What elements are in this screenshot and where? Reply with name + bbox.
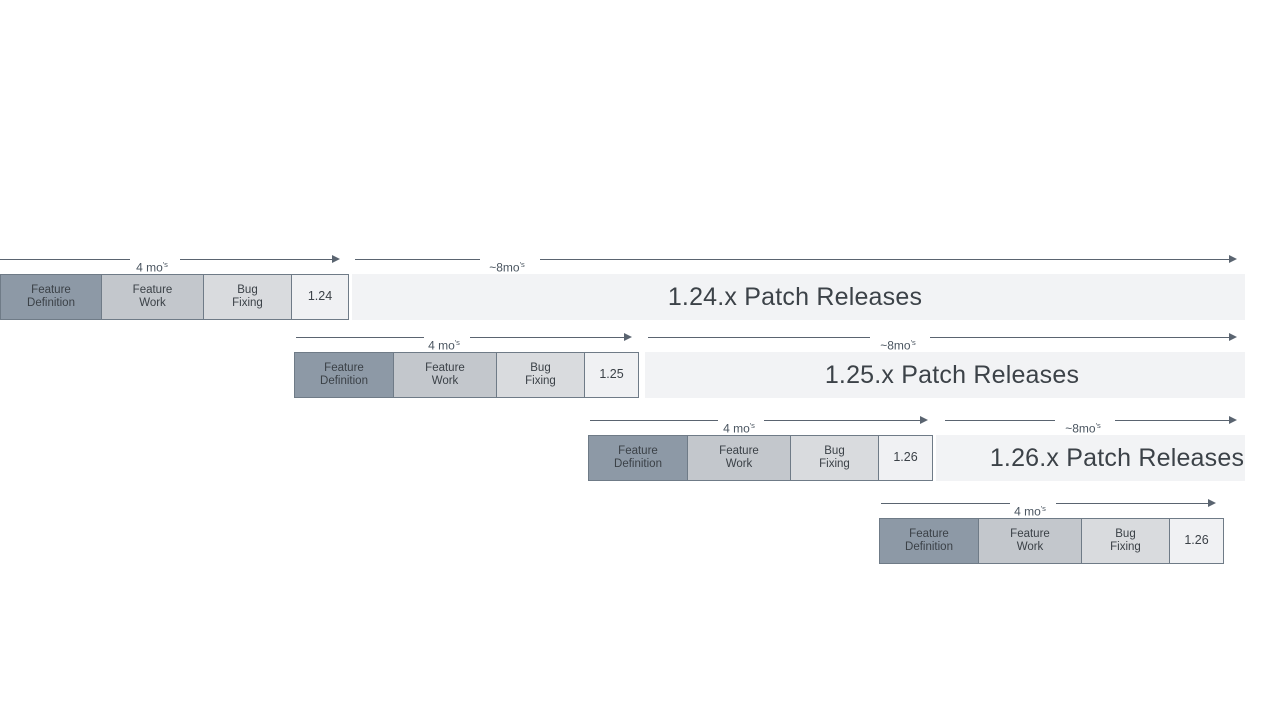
phase-label-line1: Feature xyxy=(425,361,465,374)
duration-arrow: ~8mo's xyxy=(355,252,1237,275)
phase-label-line1: Bug xyxy=(530,361,551,374)
patch-release-label: 1.26.x Patch Releases xyxy=(989,443,1245,472)
phase-box-1-25[interactable]: 1.25 xyxy=(584,352,639,398)
phase-box-1-24[interactable]: 1.24 xyxy=(291,274,349,320)
arrow-head-icon xyxy=(624,333,632,341)
arrow-line-right xyxy=(180,259,332,260)
phase-box-1-26[interactable]: 1.26 xyxy=(1169,518,1224,564)
phase-label-line1: Bug xyxy=(237,283,258,296)
phase-label-line1: Feature xyxy=(719,444,759,457)
arrow-line-right xyxy=(1056,503,1208,504)
phase-label-line2: Work xyxy=(431,375,459,387)
arrow-line-right xyxy=(930,337,1229,338)
duration-label: ~8mo's xyxy=(880,338,916,353)
arrow-head-icon xyxy=(1229,333,1237,341)
arrow-line-left xyxy=(590,420,718,421)
phase-label-line2: Definition xyxy=(905,541,953,553)
duration-label: 4 mo's xyxy=(136,260,168,275)
phase-label-line2: Definition xyxy=(320,375,368,387)
arrow-head-icon xyxy=(1208,499,1216,507)
phase-label-line1: 1.24 xyxy=(307,289,333,304)
duration-label: ~8mo's xyxy=(1065,421,1101,436)
phase-label-line1: Bug xyxy=(824,444,845,457)
phase-label-line2: Definition xyxy=(614,458,662,470)
patch-release-band: 1.25.x Patch Releases xyxy=(645,352,1245,398)
patch-release-label: 1.24.x Patch Releases xyxy=(667,282,923,311)
arrow-head-icon xyxy=(332,255,340,263)
phase-label-line1: Feature xyxy=(618,444,658,457)
duration-arrow: 4 mo's xyxy=(296,330,632,353)
duration-arrow: ~8mo's xyxy=(648,330,1237,353)
arrow-line-right xyxy=(1115,420,1229,421)
duration-label: 4 mo's xyxy=(428,338,460,353)
arrow-line-left xyxy=(0,259,130,260)
phase-label-line2: Definition xyxy=(27,297,75,309)
arrow-line-right xyxy=(470,337,624,338)
arrow-line-left xyxy=(945,420,1055,421)
arrow-line-right xyxy=(540,259,1229,260)
phase-label-line2: Fixing xyxy=(232,297,263,309)
patch-release-label: 1.25.x Patch Releases xyxy=(824,360,1080,389)
phase-box-1-26[interactable]: 1.26 xyxy=(878,435,933,481)
phase-label-line2: Work xyxy=(725,458,753,470)
phase-label-line1: 1.25 xyxy=(599,367,624,382)
arrow-head-icon xyxy=(1229,255,1237,263)
phase-label-line1: Feature xyxy=(909,527,949,540)
arrow-line-right xyxy=(764,420,920,421)
phase-label-line2: Fixing xyxy=(525,375,556,387)
phase-label-line1: 1.26 xyxy=(1184,533,1209,548)
duration-arrow: 4 mo's xyxy=(590,413,928,436)
duration-arrow: ~8mo's xyxy=(945,413,1237,436)
duration-arrow: 4 mo's xyxy=(0,252,340,275)
phase-label-line1: Feature xyxy=(324,361,364,374)
duration-arrow: 4 mo's xyxy=(881,496,1216,519)
phase-label-line2: Fixing xyxy=(819,458,850,470)
phase-label-line2: Work xyxy=(139,297,166,309)
arrow-head-icon xyxy=(920,416,928,424)
phase-label-line2: Work xyxy=(1016,541,1044,553)
arrow-head-icon xyxy=(1229,416,1237,424)
phase-label-line2: Fixing xyxy=(1110,541,1141,553)
duration-label: ~8mo's xyxy=(489,260,525,275)
patch-release-band: 1.24.x Patch Releases xyxy=(352,274,1245,320)
phase-label-line1: Bug xyxy=(1115,527,1136,540)
arrow-line-left xyxy=(881,503,1010,504)
phase-label-line1: 1.26 xyxy=(893,450,918,465)
phase-label-line1: Feature xyxy=(132,283,173,296)
phase-label-line1: Feature xyxy=(1010,527,1050,540)
arrow-line-left xyxy=(296,337,424,338)
duration-label: 4 mo's xyxy=(1014,504,1046,519)
arrow-line-left xyxy=(648,337,870,338)
patch-release-band: 1.26.x Patch Releases xyxy=(936,435,1245,481)
duration-label: 4 mo's xyxy=(723,421,755,436)
phase-label-line1: Feature xyxy=(31,283,71,296)
arrow-line-left xyxy=(355,259,480,260)
